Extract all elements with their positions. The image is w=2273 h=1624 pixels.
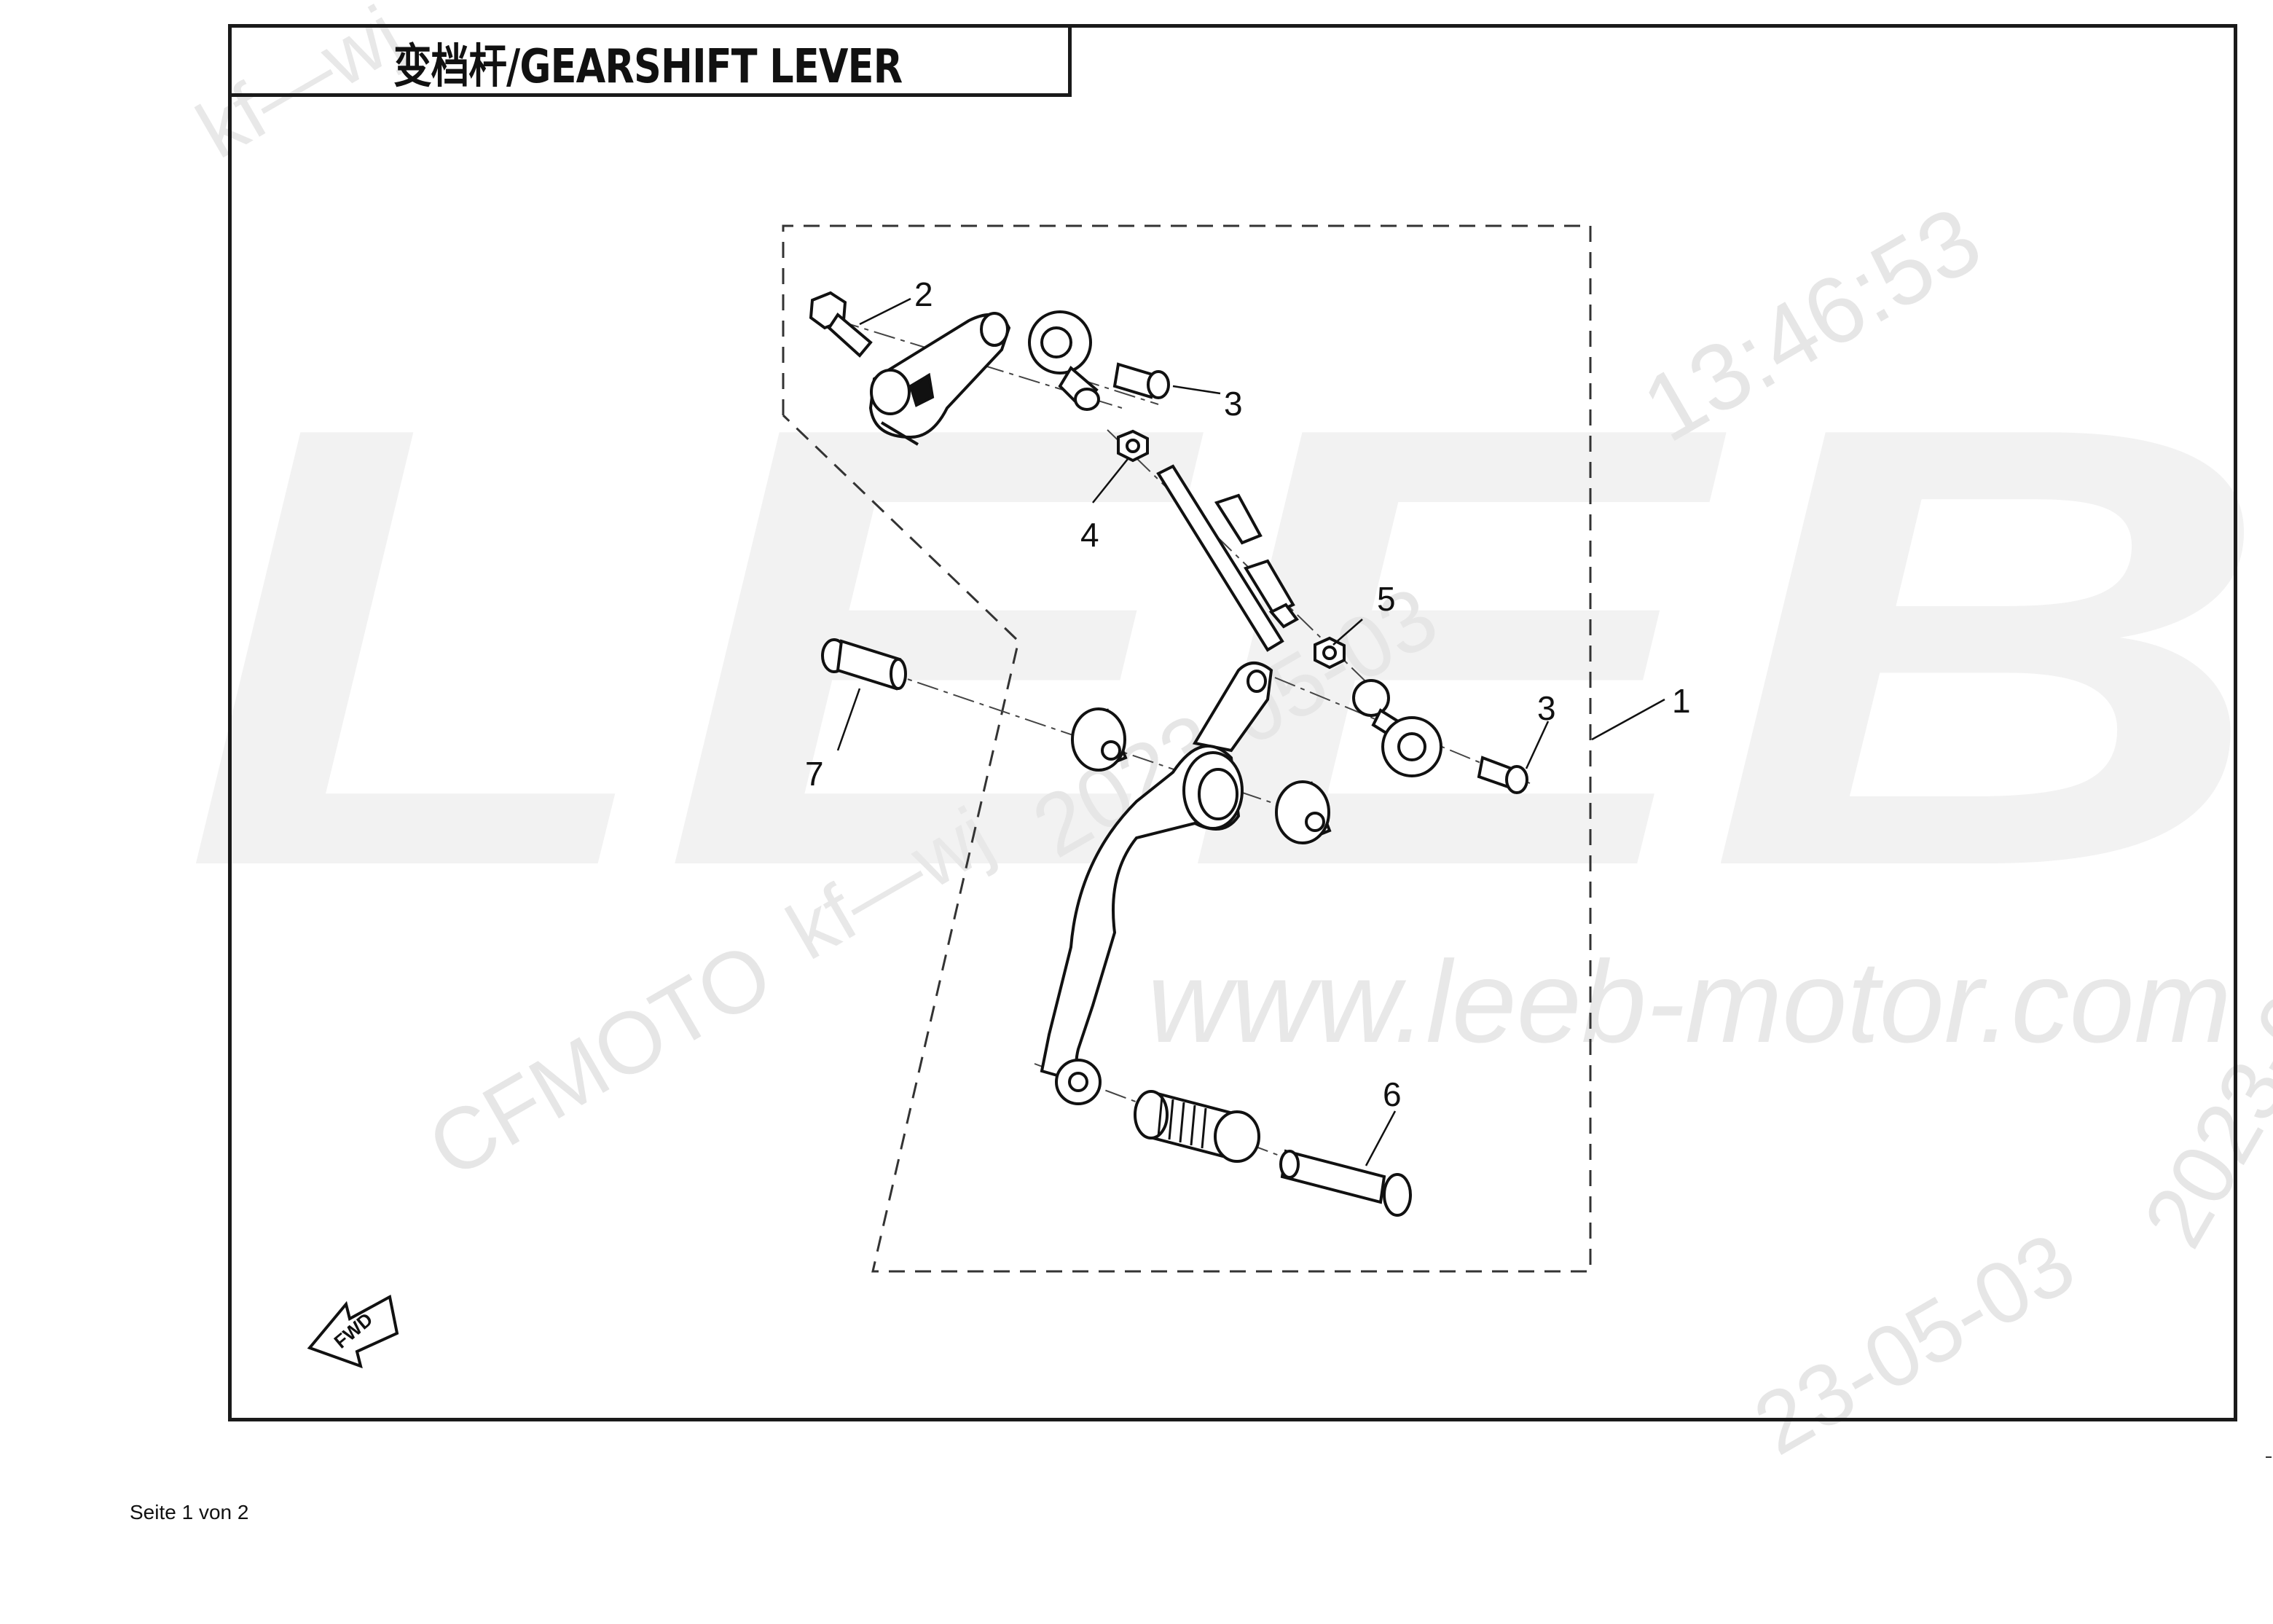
title-box: [228, 24, 1072, 97]
callout-2: 2: [914, 275, 933, 313]
part-shift-rod: [1156, 464, 1299, 652]
part-lower-bolt: [1477, 756, 1528, 794]
callout-3-lower: 3: [1537, 689, 1556, 727]
part-washer-left: [1071, 707, 1128, 772]
leader-lines: [836, 297, 1665, 1166]
part-lower-rod-end: [1352, 679, 1442, 777]
callout-labels: 1 2 3 3 4 5 6 7: [805, 275, 1691, 1113]
part-arm-bolt: [809, 291, 873, 358]
part-upper-rod-end: [1028, 310, 1100, 411]
part-pivot-bolt: [821, 638, 907, 691]
callout-3-upper: 3: [1224, 385, 1243, 423]
diagram-frame: [228, 24, 2237, 1421]
part-nut-lower: [1314, 636, 1346, 670]
callout-1: 1: [1672, 682, 1691, 720]
part-footpeg-rubber: [1134, 1090, 1260, 1163]
callout-6: 6: [1383, 1075, 1402, 1113]
callout-7: 7: [805, 755, 824, 793]
part-upper-bolt: [1112, 362, 1170, 399]
watermark-brand: LEEB: [182, 297, 2273, 997]
part-washer-right: [1275, 780, 1332, 844]
part-gearshift-pedal: [1040, 662, 1273, 1105]
callout-5: 5: [1377, 580, 1396, 618]
part-nut-upper: [1117, 429, 1149, 463]
fwd-arrow-icon: FWD: [307, 1294, 399, 1369]
assembly-dashed-boundary: [782, 224, 1592, 1273]
callout-4: 4: [1080, 516, 1099, 554]
watermark-url: www.leeb-motor.com: [1147, 936, 2231, 1067]
page-indicator: Seite 1 von 2: [130, 1501, 249, 1523]
page-title: 变档杆/GEARSHIFT LEVER: [393, 40, 903, 94]
part-shift-arm: [868, 312, 1011, 446]
part-peg-bolt: [1279, 1149, 1412, 1217]
